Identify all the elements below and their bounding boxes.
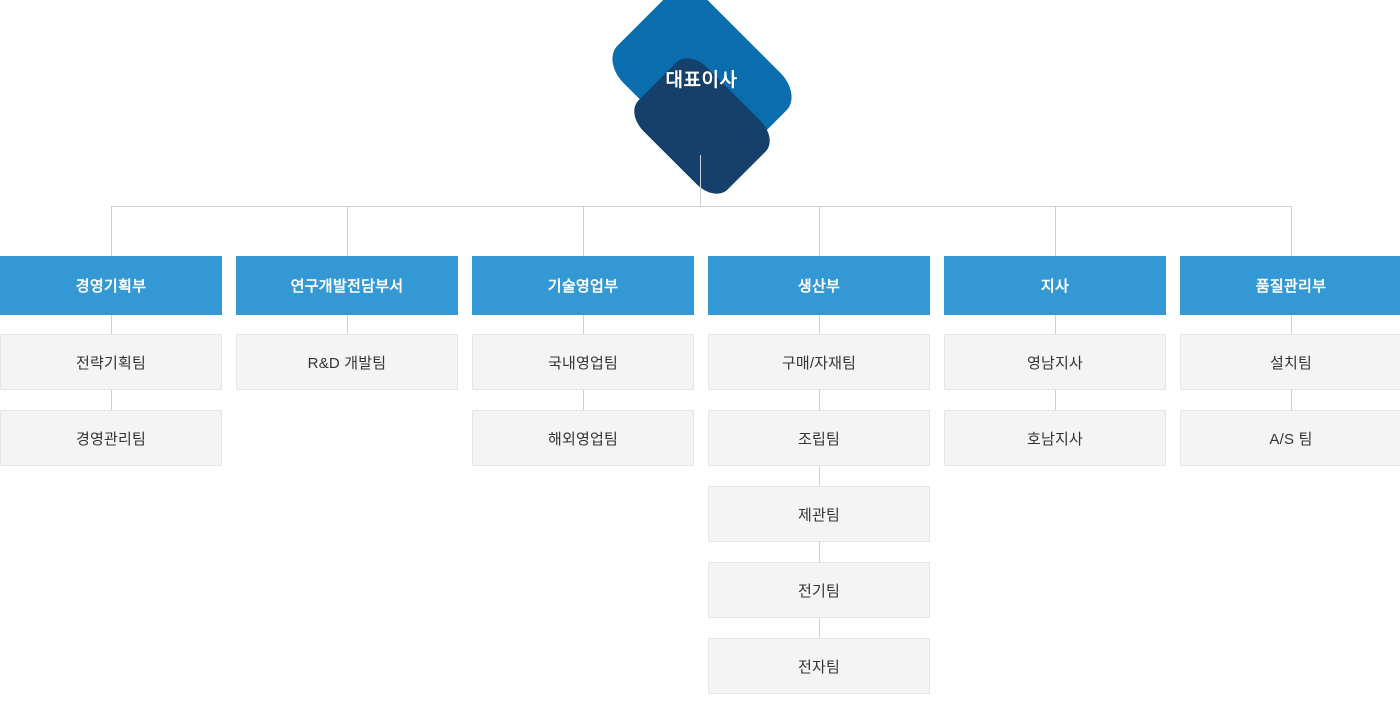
team-slot-4-3: 제관팀: [708, 466, 930, 542]
connector-drop-dept-2: [347, 206, 348, 256]
team-slot-3-1: 국내영업팀: [472, 315, 694, 390]
org-column-2: 연구개발전담부서 R&D 개발팀: [236, 256, 458, 390]
team-slot-5-2: 호남지사: [944, 390, 1166, 466]
team-box-4-5[interactable]: 전자팀: [708, 638, 930, 694]
org-column-5: 지사 영남지사 호남지사: [944, 256, 1166, 466]
department-box-1[interactable]: 경영기획부: [0, 256, 222, 315]
team-label-4-4: 전기팀: [797, 582, 840, 600]
connector-team-4-3: [819, 466, 820, 486]
department-box-3[interactable]: 기술영업부: [472, 256, 694, 315]
team-box-2-1[interactable]: R&D 개발팀: [236, 334, 458, 390]
team-slot-6-1: 설치팀: [1180, 315, 1400, 390]
connector-team-4-4: [819, 542, 820, 562]
team-label-6-2: A/S 팀: [1269, 430, 1313, 448]
connector-horizontal-bus: [111, 206, 1291, 207]
team-slot-3-2: 해외영업팀: [472, 390, 694, 466]
team-label-6-1: 설치팀: [1269, 354, 1312, 372]
department-box-5[interactable]: 지사: [944, 256, 1166, 315]
connector-team-4-2: [819, 390, 820, 410]
team-label-1-2: 경영관리팀: [75, 430, 146, 448]
org-column-3: 기술영업부 국내영업팀 해외영업팀: [472, 256, 694, 466]
department-label-2: 연구개발전담부서: [290, 278, 404, 295]
department-box-6[interactable]: 품질관리부: [1180, 256, 1400, 315]
team-box-1-2[interactable]: 경영관리팀: [0, 410, 222, 466]
team-label-2-1: R&D 개발팀: [307, 354, 387, 372]
department-label-5: 지사: [1040, 278, 1070, 295]
team-box-6-2[interactable]: A/S 팀: [1180, 410, 1400, 466]
connector-team-4-1: [819, 315, 820, 334]
team-slot-4-2: 조립팀: [708, 390, 930, 466]
team-slot-6-2: A/S 팀: [1180, 390, 1400, 466]
connector-team-1-2: [111, 390, 112, 410]
team-slot-5-1: 영남지사: [944, 315, 1166, 390]
team-slot-4-1: 구매/자재팀: [708, 315, 930, 390]
team-slot-4-4: 전기팀: [708, 542, 930, 618]
connector-team-3-2: [583, 390, 584, 410]
team-label-4-1: 구매/자재팀: [781, 354, 857, 372]
team-box-4-1[interactable]: 구매/자재팀: [708, 334, 930, 390]
team-box-4-2[interactable]: 조립팀: [708, 410, 930, 466]
department-label-1: 경영기획부: [75, 278, 147, 295]
department-label-3: 기술영업부: [547, 278, 619, 295]
team-slot-4-5: 전자팀: [708, 618, 930, 694]
team-box-6-1[interactable]: 설치팀: [1180, 334, 1400, 390]
root-node-ceo[interactable]: 대표이사: [585, 0, 818, 203]
team-label-4-5: 전자팀: [797, 658, 840, 676]
connector-drop-dept-6: [1291, 206, 1292, 256]
department-label-6: 품질관리부: [1255, 278, 1327, 295]
team-box-5-2[interactable]: 호남지사: [944, 410, 1166, 466]
connector-root-trunk: [700, 155, 701, 207]
connector-team-3-1: [583, 315, 584, 334]
team-label-4-3: 제관팀: [797, 506, 840, 524]
department-box-2[interactable]: 연구개발전담부서: [236, 256, 458, 315]
connector-drop-dept-4: [819, 206, 820, 256]
connector-drop-dept-1: [111, 206, 112, 256]
connector-team-6-1: [1291, 315, 1292, 334]
team-slot-1-2: 경영관리팀: [0, 390, 222, 466]
connector-drop-dept-5: [1055, 206, 1056, 256]
root-node-label: 대표이사: [665, 69, 738, 91]
team-label-3-2: 해외영업팀: [547, 430, 618, 448]
team-label-3-1: 국내영업팀: [547, 354, 618, 372]
connector-team-2-1: [347, 315, 348, 334]
connector-drop-dept-3: [583, 206, 584, 256]
team-box-5-1[interactable]: 영남지사: [944, 334, 1166, 390]
connector-team-4-5: [819, 618, 820, 638]
team-box-3-2[interactable]: 해외영업팀: [472, 410, 694, 466]
team-box-3-1[interactable]: 국내영업팀: [472, 334, 694, 390]
connector-team-1-1: [111, 315, 112, 334]
team-label-5-1: 영남지사: [1026, 354, 1083, 372]
org-column-6: 품질관리부 설치팀 A/S 팀: [1180, 256, 1400, 466]
team-label-1-1: 전략기획팀: [75, 354, 146, 372]
team-slot-2-1: R&D 개발팀: [236, 315, 458, 390]
team-box-1-1[interactable]: 전략기획팀: [0, 334, 222, 390]
org-column-4: 생산부 구매/자재팀 조립팀 제관팀 전기팀: [708, 256, 930, 694]
team-label-4-2: 조립팀: [797, 430, 840, 448]
team-slot-1-1: 전략기획팀: [0, 315, 222, 390]
connector-team-5-1: [1055, 315, 1056, 334]
department-box-4[interactable]: 생산부: [708, 256, 930, 315]
connector-team-5-2: [1055, 390, 1056, 410]
team-box-4-3[interactable]: 제관팀: [708, 486, 930, 542]
team-box-4-4[interactable]: 전기팀: [708, 562, 930, 618]
team-label-5-2: 호남지사: [1026, 430, 1083, 448]
department-label-4: 생산부: [797, 278, 841, 295]
connector-team-6-2: [1291, 390, 1292, 410]
org-column-1: 경영기획부 전략기획팀 경영관리팀: [0, 256, 222, 466]
